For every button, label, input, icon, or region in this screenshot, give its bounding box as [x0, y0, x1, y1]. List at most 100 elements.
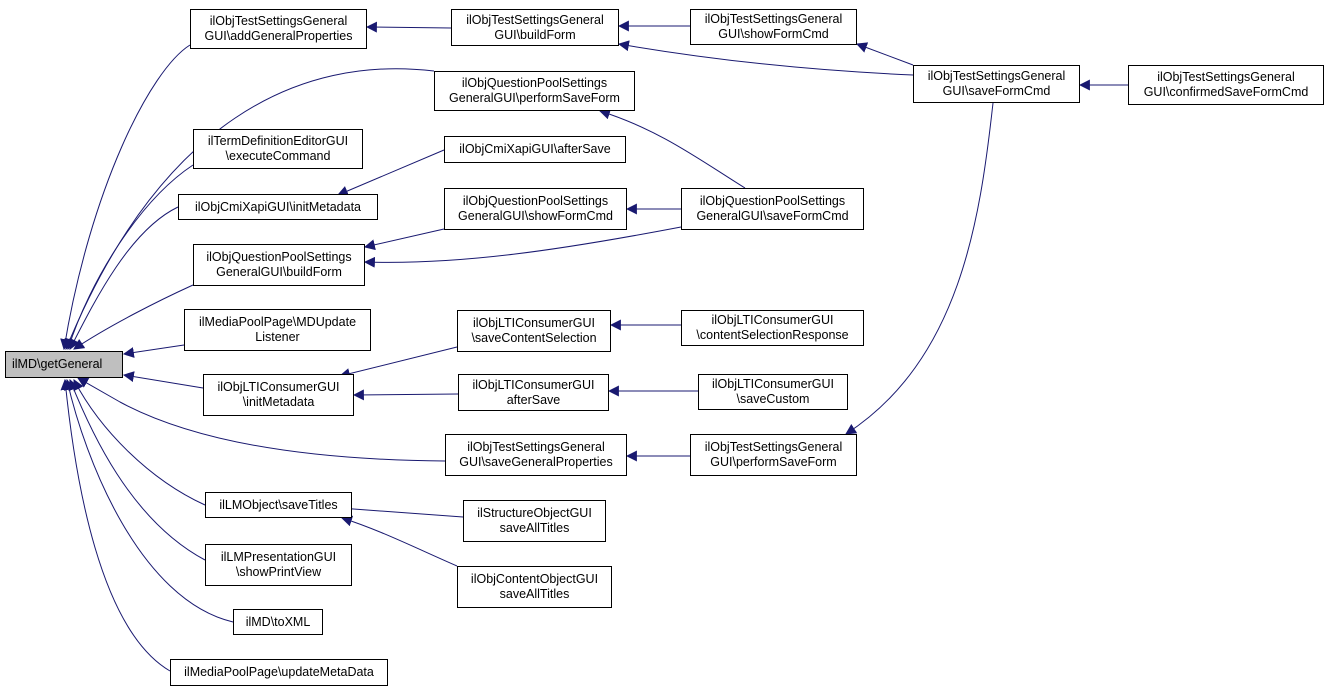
edge-n21-to-n2	[598, 108, 746, 189]
root-node-n0[interactable]: ilMD\getGeneral	[5, 351, 123, 378]
node-label-line: ilObjCmiXapiGUI\afterSave	[459, 142, 611, 156]
edge-n25-to-n20	[855, 42, 914, 66]
node-label-line: GUI\saveGeneralProperties	[459, 455, 613, 469]
node-label-line: ilObjTestSettingsGeneral	[704, 12, 843, 26]
node-label-line: ilObjTestSettingsGeneral	[927, 69, 1066, 83]
node-label-line: ilObjLTIConsumerGUI	[472, 316, 596, 330]
node-label-line: ilLMObject\saveTitles	[219, 497, 338, 512]
node-label-line: ilMD\getGeneral	[12, 357, 103, 371]
edge-n2-to-n0	[64, 68, 435, 351]
edge-n4-to-n0	[69, 206, 179, 350]
node-label-line: ilMediaPoolPage\MDUpdate	[198, 315, 357, 329]
node-label-line: ilLMPresentationGUI	[220, 550, 337, 564]
node-label-line: Listener	[255, 330, 300, 344]
graph-node-n11[interactable]: ilMD\toXML	[233, 609, 323, 635]
node-label-line: \executeCommand	[225, 149, 331, 163]
node-label-line: ilObjQuestionPoolSettings	[206, 250, 352, 264]
node-label-line: GUI\showFormCmd	[718, 27, 829, 41]
edge-n11-to-n0	[63, 378, 234, 623]
graph-node-n14[interactable]: ilObjCmiXapiGUI\afterSave	[444, 136, 626, 163]
node-label-line: GeneralGUI\buildForm	[216, 265, 342, 279]
node-label-line: ilObjTestSettingsGeneral	[467, 440, 605, 454]
edge-n6-to-n0	[122, 344, 185, 358]
edge-n5-to-n0	[73, 284, 194, 350]
graph-node-n4[interactable]: ilObjCmiXapiGUI\initMetadata	[178, 194, 378, 220]
node-label-line: ilObjCmiXapiGUI\initMetadata	[194, 199, 362, 214]
node-label-line: ilObjTestSettingsGeneral	[704, 440, 843, 454]
node-label-line: \initMetadata	[242, 395, 315, 409]
edge-n12-to-n0	[60, 378, 171, 672]
graph-node-n23[interactable]: ilObjLTIConsumerGUI\saveCustom	[698, 374, 848, 410]
node-label-line: ilStructureObjectGUI	[477, 506, 592, 520]
node-label-line: ilObjTestSettingsGeneral	[466, 12, 604, 27]
node-label-line: ilTermDefinitionEditorGUI	[207, 134, 349, 148]
node-label-line: GUI\addGeneralProperties	[204, 29, 353, 43]
node-label-line: ilObjQuestionPoolSettings	[699, 194, 846, 208]
graph-node-n12[interactable]: ilMediaPoolPage\updateMetaData	[170, 659, 388, 686]
graph-node-n3[interactable]: ilTermDefinitionEditorGUI\executeCommand	[193, 129, 363, 169]
node-label-line: GUI\saveFormCmd	[942, 84, 1051, 98]
edge-n8-to-n0	[77, 377, 446, 462]
node-label-line: saveAllTitles	[499, 587, 570, 601]
node-label-line: ilObjLTIConsumerGUI	[472, 377, 595, 392]
node-label-line: \saveCustom	[736, 392, 810, 406]
edge-n3-to-n0	[65, 164, 194, 351]
graph-node-n7[interactable]: ilObjLTIConsumerGUI\initMetadata	[203, 374, 354, 416]
graph-node-n9[interactable]: ilLMObject\saveTitles	[205, 492, 352, 518]
edge-n13-to-n1	[365, 21, 452, 33]
edge-n25-to-n24	[845, 102, 994, 435]
edge-n10-to-n0	[68, 378, 206, 561]
node-label-line: afterSave	[506, 392, 561, 407]
node-label-line: saveAllTitles	[499, 521, 570, 535]
node-label-line: GUI\performSaveForm	[710, 455, 837, 469]
node-label-line: ilMD\toXML	[245, 614, 311, 629]
node-label-line: GUI\buildForm	[494, 27, 576, 42]
graph-node-n16[interactable]: ilObjLTIConsumerGUI\saveContentSelection	[457, 310, 611, 352]
graph-node-n10[interactable]: ilLMPresentationGUI\showPrintView	[205, 544, 352, 586]
node-label-line: ilObjContentObjectGUI	[470, 572, 599, 586]
node-label-line: ilObjQuestionPoolSettings	[461, 76, 608, 90]
node-label-line: \saveContentSelection	[471, 331, 597, 345]
node-label-line: ilObjLTIConsumerGUI	[711, 313, 834, 327]
node-label-line: ilObjTestSettingsGeneral	[209, 14, 348, 28]
edge-n16-to-n7	[338, 346, 458, 379]
node-label-line: ilMediaPoolPage\updateMetaData	[184, 665, 374, 679]
edge-n18-to-n9	[338, 503, 464, 518]
edge-n25-to-n13	[617, 40, 914, 76]
graph-node-n22[interactable]: ilObjLTIConsumerGUI\contentSelectionResp…	[681, 310, 864, 346]
node-label-line: ilObjLTIConsumerGUI	[711, 377, 835, 391]
node-label-line: \showPrintView	[235, 565, 322, 579]
node-label-line: GeneralGUI\saveFormCmd	[696, 209, 849, 223]
node-label-line: ilObjQuestionPoolSettings	[462, 194, 609, 208]
node-label-line: GeneralGUI\performSaveForm	[449, 91, 620, 105]
edge-n14-to-n4	[336, 149, 445, 197]
edge-n21-to-n5	[363, 226, 682, 268]
edge-n19-to-n9	[340, 515, 458, 567]
edge-n15-to-n5	[363, 228, 445, 251]
node-label-line: GeneralGUI\showFormCmd	[458, 209, 613, 223]
node-label-line: GUI\confirmedSaveFormCmd	[1143, 85, 1309, 99]
node-label-line: ilObjLTIConsumerGUI	[217, 380, 340, 394]
edge-n7-to-n0	[122, 371, 204, 389]
edge-n9-to-n0	[73, 379, 206, 506]
edge-n1-to-n0	[60, 44, 191, 351]
node-label-line: \contentSelectionResponse	[696, 328, 849, 342]
edge-n17-to-n7	[352, 389, 459, 401]
